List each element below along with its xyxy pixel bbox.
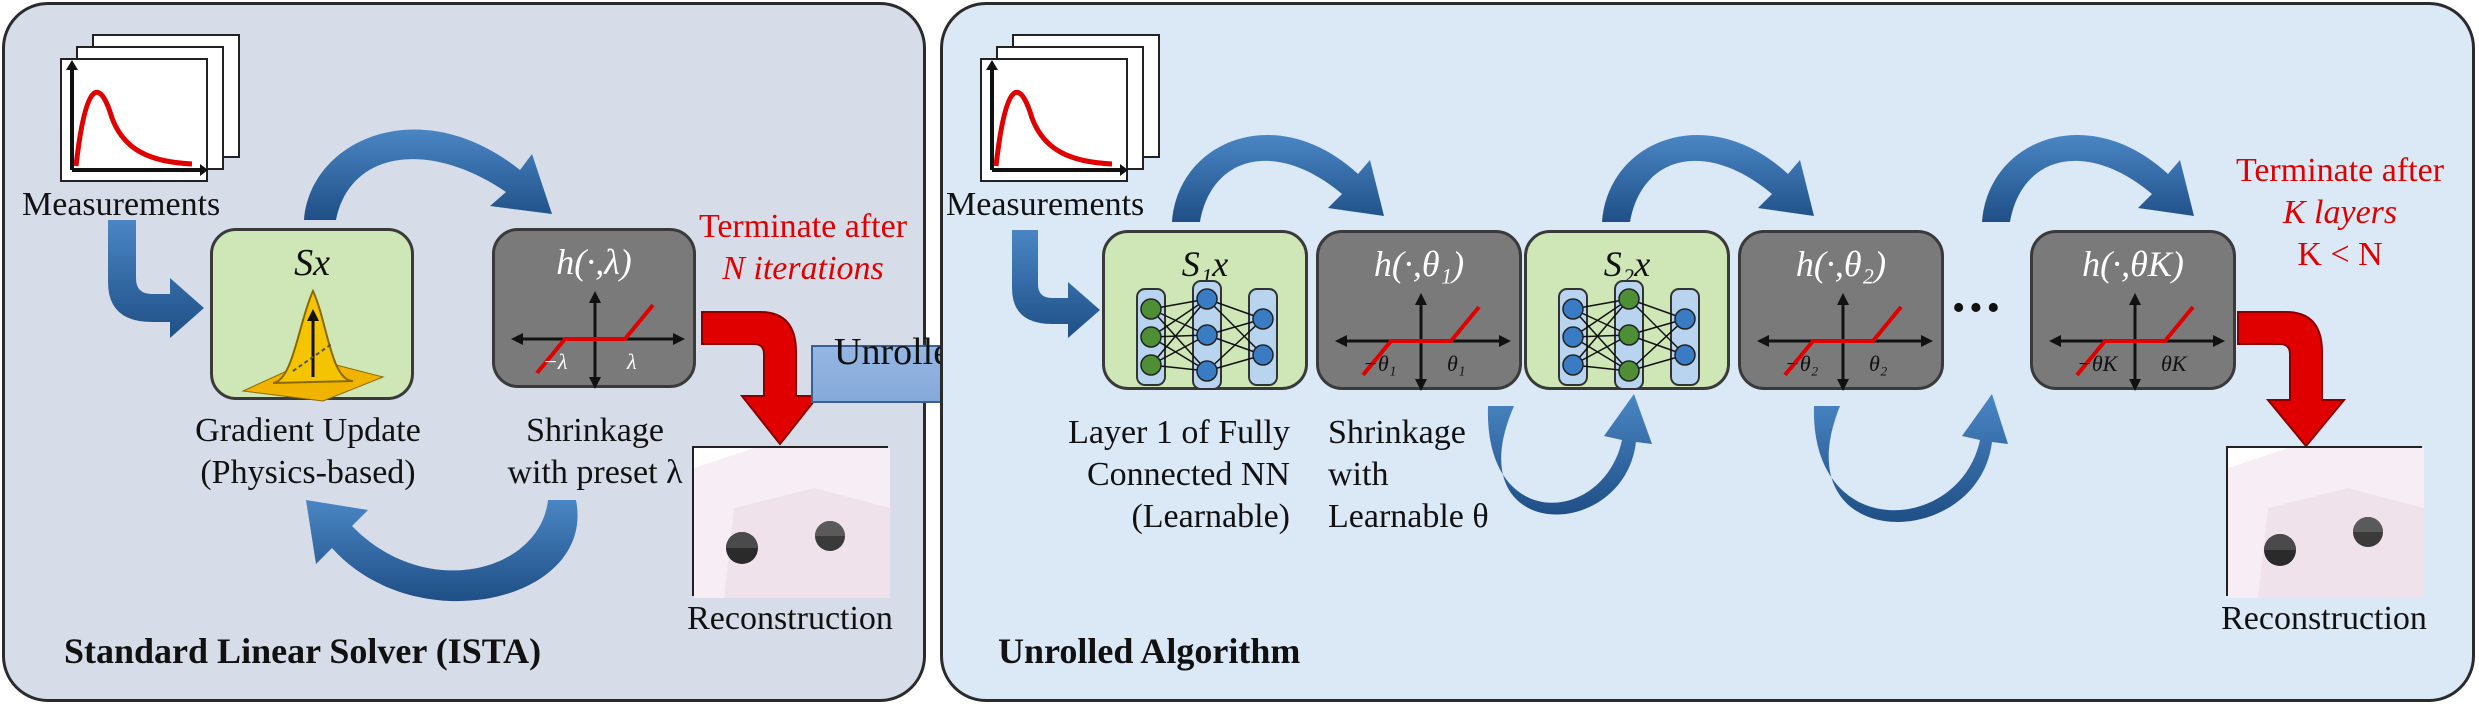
reconstruction-label-right: Reconstruction [2221,600,2427,637]
shrink2-box-label: h(·,θ₂) [1795,244,1887,284]
shrink2-neg-tick: −θ₂ [1785,351,1819,376]
terminate-right-line2: K layers [2282,194,2398,231]
layer1-to-shrink1-arrow [1172,135,1384,222]
terminate-line2: N iterations [722,250,884,287]
shrink-caption-line2: with preset λ [507,454,683,491]
measurements-to-sx-arrow [108,220,204,338]
gradient-box-label: Sx [294,242,330,284]
gradient-update-box: Sx [210,228,414,402]
reconstruction-label-left: Reconstruction [687,600,893,637]
ista-panel-title: Standard Linear Solver (ISTA) [64,631,542,671]
shrinkK-neg-tick: −θK [2077,351,2118,376]
measurements-label-right: Measurements [946,186,1145,223]
shrink2-box: h(·,θ₂) −θ₂ θ₂ [1738,230,1944,391]
shrink2-to-next-arrow [1813,394,2008,522]
sx-to-shrink-curved-arrow [304,129,552,220]
shrink-learnable-line3: Learnable θ [1328,498,1489,535]
shrink-to-sx-return-arrow [306,500,578,602]
terminate-red-arrow-right [2237,311,2347,448]
shrink1-pos-tick: θ₁ [1447,351,1466,376]
terminate-line1: Terminate after [698,208,908,245]
layer-caption: Layer 1 of Fully Connected NN (Learnable… [1040,412,1290,538]
shrink1-to-layer2-arrow [1487,394,1652,515]
gradient-surface-icon [241,288,385,402]
terminate-text-right: Terminate after K layers K < N [2210,150,2470,276]
soft-threshold-icon-2 [1757,293,1933,391]
shrink2-pos-tick: θ₂ [1869,351,1888,376]
layer2-to-shrink2-arrow [1602,135,1814,222]
layer1-box: S₁x [1102,230,1308,390]
shrink-caption: Shrinkage with preset λ [480,410,710,494]
shrink1-neg-tick: −θ₁ [1363,351,1397,376]
measurements-plot-stack-right [980,34,1160,184]
layer2-box: S₂x [1524,230,1730,390]
shrink-learnable-caption: Shrinkage with Learnable θ [1328,412,1489,538]
shrinkK-box: h(·,θK) −θK θK [2030,230,2236,391]
shrink-neg-tick: −λ [543,349,568,374]
soft-threshold-icon-1 [1335,293,1511,391]
neural-network-icon [1136,280,1278,390]
layer-caption-line1: Layer 1 of Fully [1068,414,1290,451]
shrinkage-box: h(·,λ) −λ λ [492,228,696,389]
terminate-right-line3: K < N [2297,236,2383,273]
measurements-to-layer1-arrow [1012,230,1100,338]
measurement-curve-icon-right [986,60,1128,176]
shrink1-box: h(·,θ₁) −θ₁ θ₁ [1316,230,1522,391]
layer1-box-label: S₁x [1181,244,1229,284]
layer-caption-line2: Connected NN [1086,456,1290,493]
soft-threshold-icon [511,291,685,389]
shrink-box-label: h(·,λ) [556,242,632,282]
terminate-red-arrow-left [701,311,821,446]
unrolled-panel-title: Unrolled Algorithm [998,631,1301,671]
layer-caption-line3: (Learnable) [1131,498,1290,535]
terminate-text-left: Terminate after N iterations [688,206,918,290]
measurement-curve-icon [66,60,208,176]
shrinkK-pos-tick: θK [2161,351,2187,376]
soft-threshold-icon-K [2049,293,2225,391]
shrink-caption-line1: Shrinkage [526,412,664,449]
gradient-caption-line1: Gradient Update [195,412,421,449]
shrink-learnable-line1: Shrinkage [1328,414,1466,451]
shrink-learnable-line2: with [1328,456,1389,493]
terminate-right-line1: Terminate after [2235,152,2445,189]
measurements-label: Measurements [22,186,221,223]
reconstruction-image-right [2226,446,2424,598]
neural-network-icon-2 [1558,280,1700,390]
layer2-box-label: S₂x [1603,244,1651,284]
measurements-plot-stack [60,34,240,184]
reconstruction-image-left [692,446,890,598]
gradient-caption: Gradient Update (Physics-based) [158,410,458,494]
shrink1-box-label: h(·,θ₁) [1373,244,1465,284]
layerK-to-shrinkK-arrow [1982,135,2194,222]
ellipsis: ••• [1952,287,2004,329]
shrinkK-box-label: h(·,θK) [2082,244,2184,284]
gradient-caption-line2: (Physics-based) [200,454,416,491]
shrink-pos-tick: λ [627,349,637,374]
